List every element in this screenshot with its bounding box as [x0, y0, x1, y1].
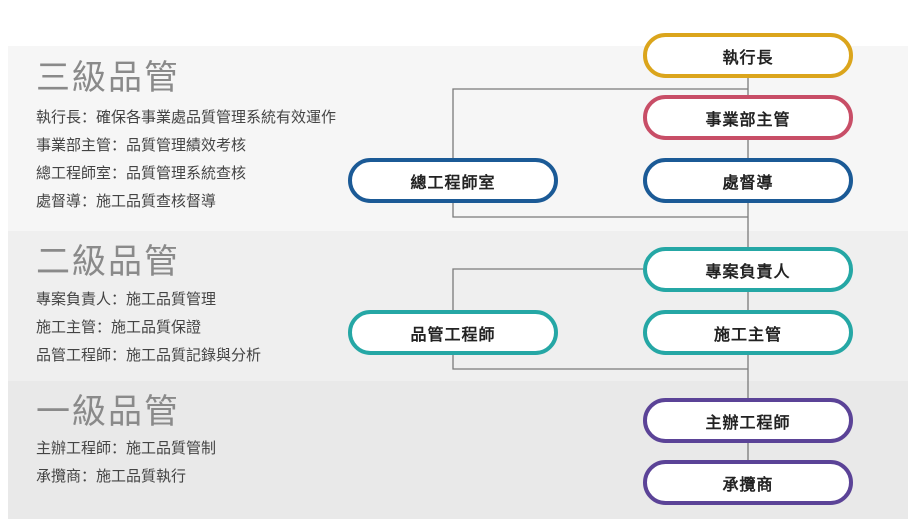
level-1-line-contractor: 承攬商：施工品質執行 [36, 467, 187, 485]
bracket-top-level2 [452, 268, 643, 310]
node-division-supervisor: 處督導 [643, 158, 853, 203]
node-qc-engineer-label: 品管工程師 [410, 324, 496, 344]
node-chief-engineer-office: 總工程師室 [348, 158, 558, 203]
node-main-engineer: 主辦工程師 [643, 398, 853, 443]
node-project-manager: 專案負責人 [643, 247, 853, 292]
level-3-line-chief-engineer: 總工程師室：品質管理系統查核 [36, 164, 247, 182]
level-3-line-business-head: 事業部主管：品質管理績效考核 [36, 136, 247, 154]
level-1-title: 一級品管 [36, 392, 180, 432]
node-ceo-label: 執行長 [722, 47, 774, 67]
node-contractor: 承攬商 [643, 460, 853, 505]
bracket-top-level3 [452, 88, 748, 158]
level-2-line-qc-engineer: 品管工程師：施工品質記錄與分析 [36, 346, 262, 364]
node-contractor-label: 承攬商 [722, 474, 774, 494]
level-3-title: 三級品管 [36, 58, 180, 98]
level-3-line-supervisor: 處督導：施工品質查核督導 [36, 192, 217, 210]
node-business-head: 事業部主管 [643, 95, 853, 140]
level-3-line-ceo: 執行長：確保各事業處品質管理系統有效運作 [36, 108, 337, 126]
bracket-bottom-level2 [452, 355, 748, 370]
level-2-line-project-manager: 專案負責人：施工品質管理 [36, 290, 217, 308]
node-project-manager-label: 專案負責人 [705, 261, 791, 281]
node-chief-engineer-office-label: 總工程師室 [410, 172, 496, 192]
level-2-line-site-manager: 施工主管：施工品質保證 [36, 318, 202, 336]
node-business-head-label: 事業部主管 [705, 109, 791, 129]
node-site-manager-label: 施工主管 [713, 324, 782, 344]
node-division-supervisor-label: 處督導 [722, 172, 774, 192]
node-qc-engineer: 品管工程師 [348, 310, 558, 355]
level-1-line-main-engineer: 主辦工程師：施工品質管制 [36, 439, 217, 457]
node-main-engineer-label: 主辦工程師 [705, 412, 791, 432]
node-ceo: 執行長 [643, 33, 853, 78]
node-site-manager: 施工主管 [643, 310, 853, 355]
bracket-bottom-level3 [452, 203, 748, 218]
level-2-title: 二級品管 [36, 242, 180, 282]
